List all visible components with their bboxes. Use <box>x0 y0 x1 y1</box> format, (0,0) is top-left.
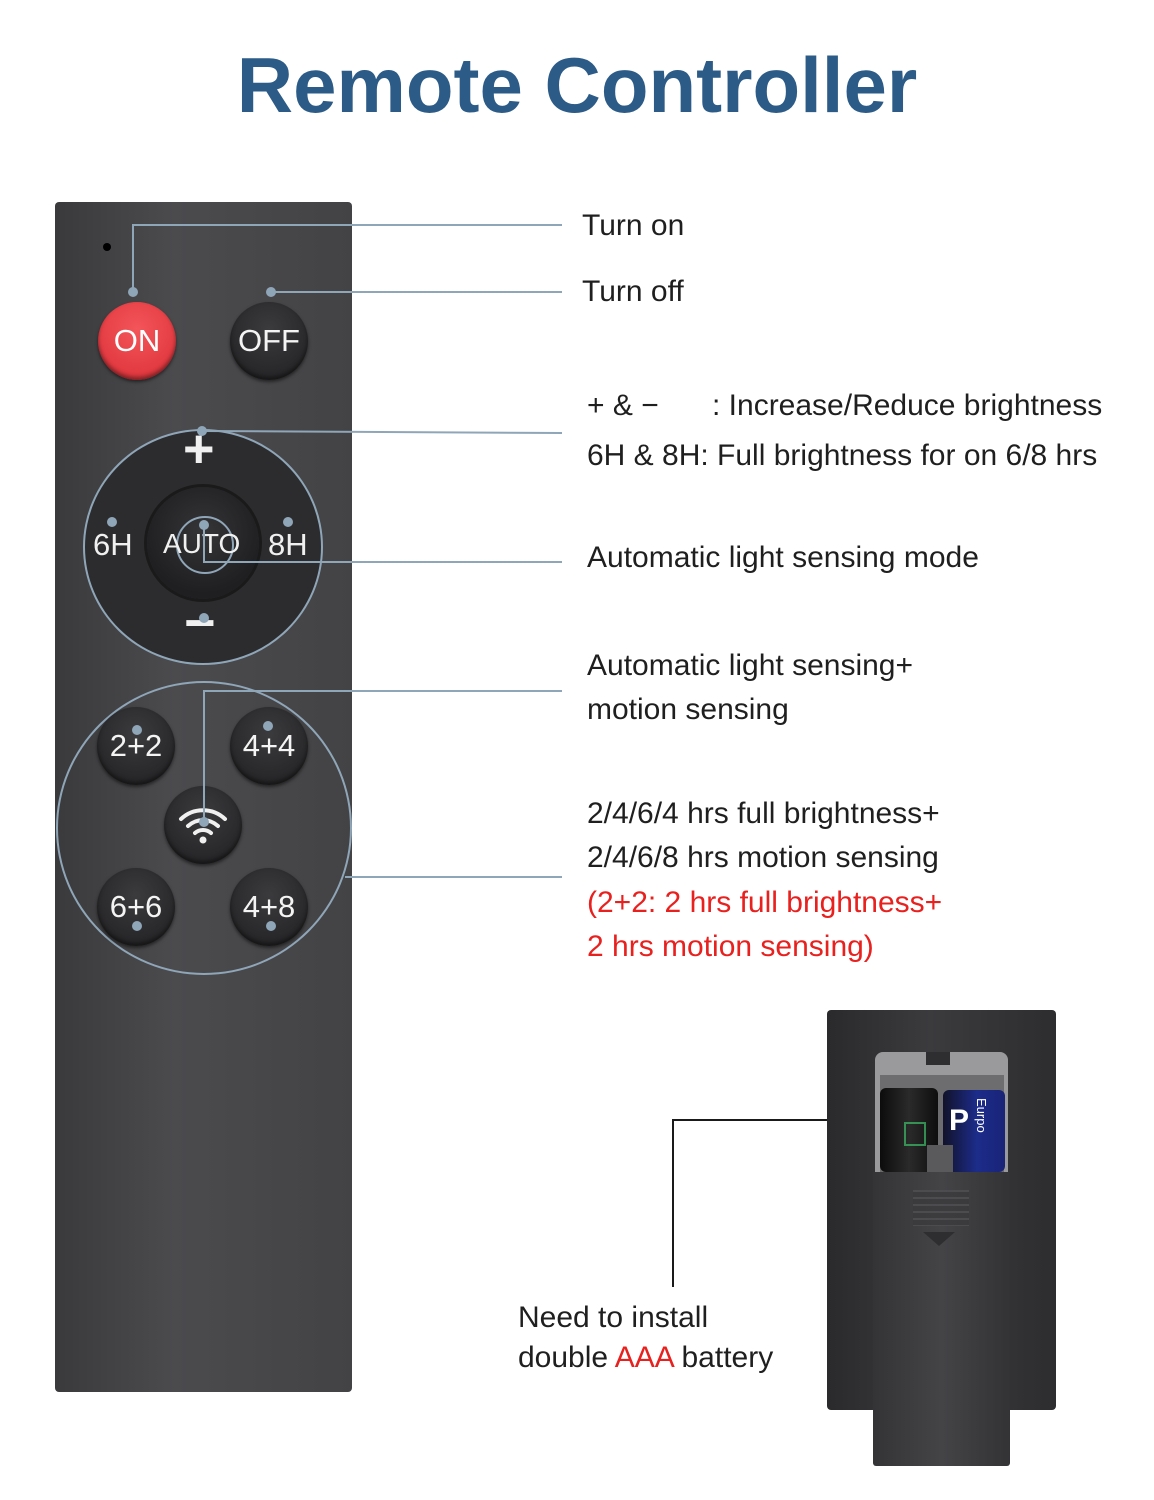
battery-cover-arrow-icon <box>923 1232 955 1246</box>
battery-clip <box>927 1145 953 1175</box>
plus-button[interactable]: + <box>183 419 215 479</box>
motion-sensing-button[interactable] <box>164 786 242 864</box>
battery-cover-grip <box>913 1190 969 1226</box>
timer-ring <box>56 681 352 975</box>
two-plus-two-button[interactable]: 2+2 <box>97 707 175 785</box>
label-timer-line2: 2/4/6/8 hrs motion sensing <box>587 841 939 874</box>
battery-prefix: double <box>518 1341 615 1374</box>
label-turn-off: Turn off <box>582 275 684 308</box>
six-plus-six-button[interactable]: 6+6 <box>97 868 175 946</box>
label-battery-line1: Need to install <box>518 1301 709 1334</box>
battery-black-print <box>904 1122 926 1146</box>
battery-blue: P Eurpo <box>943 1090 1005 1172</box>
off-button[interactable]: OFF <box>230 302 308 380</box>
battery-aaa-highlight: AAA <box>614 1341 674 1374</box>
label-brightness-desc: : Increase/Reduce brightness <box>712 389 1103 422</box>
label-timer-line1: 2/4/6/4 hrs full brightness+ <box>587 797 940 830</box>
bay-latch <box>926 1052 950 1065</box>
page-title: Remote Controller <box>236 41 918 129</box>
auto-button-label[interactable]: AUTO <box>163 528 241 559</box>
wifi-signal-icon <box>179 808 227 844</box>
label-motion-line1: Automatic light sensing+ <box>587 649 914 682</box>
label-battery-line2: double AAA battery <box>518 1336 773 1380</box>
four-plus-four-button[interactable]: 4+4 <box>230 707 308 785</box>
label-timer-note1: (2+2: 2 hrs full brightness+ <box>587 886 943 919</box>
label-timer-note2: 2 hrs motion sensing) <box>587 930 874 963</box>
label-auto-mode: Automatic light sensing mode <box>587 541 979 574</box>
battery-suffix: battery <box>673 1341 774 1374</box>
label-motion-line2: motion sensing <box>587 693 789 726</box>
label-brightness-key: + & − <box>587 389 659 422</box>
label-turn-on: Turn on <box>582 209 685 242</box>
six-h-button[interactable]: 6H <box>93 527 133 562</box>
eight-h-button[interactable]: 8H <box>268 527 308 562</box>
battery-blue-brand: Eurpo <box>974 1098 989 1133</box>
label-hours: 6H & 8H: Full brightness for on 6/8 hrs <box>587 439 1098 472</box>
minus-button[interactable]: − <box>184 593 216 653</box>
four-plus-eight-button[interactable]: 4+8 <box>230 868 308 946</box>
ir-led-dot <box>103 243 111 251</box>
battery-blue-label: P <box>949 1104 970 1137</box>
on-button[interactable]: ON <box>98 302 176 380</box>
